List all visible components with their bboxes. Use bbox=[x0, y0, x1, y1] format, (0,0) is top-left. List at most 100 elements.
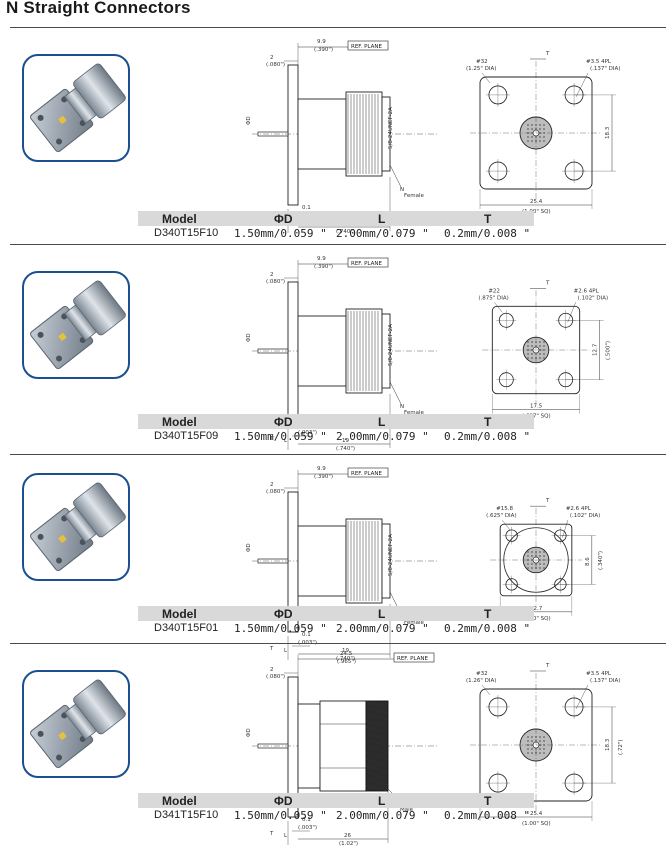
hole-value: #3.5 4PL bbox=[586, 59, 612, 65]
connector-photo bbox=[22, 670, 130, 778]
dimension-line bbox=[365, 720, 389, 727]
dielectric-dot bbox=[527, 353, 529, 355]
pitch-value: 8.6 bbox=[585, 557, 591, 566]
dielectric-dot bbox=[539, 740, 541, 742]
connector-render-icon bbox=[30, 679, 126, 769]
t-marker: T bbox=[545, 498, 550, 504]
dimension-line bbox=[365, 746, 389, 753]
header-l: L bbox=[378, 607, 386, 621]
hole-inch: (.102" DIA) bbox=[570, 513, 600, 519]
square-inch: (.500" SQ) bbox=[522, 616, 551, 622]
hole-inch: (.137" DIA) bbox=[590, 66, 620, 72]
dielectric-dot bbox=[531, 341, 533, 343]
cell-model: D340T15F10 bbox=[154, 227, 219, 239]
dielectric-dot bbox=[531, 124, 533, 126]
pitch-value: 18.3 bbox=[605, 738, 611, 751]
dielectric-dot bbox=[543, 353, 545, 355]
header-t: T bbox=[484, 794, 492, 808]
flange-value: 2 bbox=[270, 482, 274, 488]
dielectric-dot bbox=[531, 140, 533, 142]
t-marker: T bbox=[545, 51, 550, 57]
gender-label: Male bbox=[400, 807, 414, 813]
connector-render-icon bbox=[30, 63, 126, 153]
connector-photo bbox=[22, 271, 130, 379]
pitch-value: 12.7 bbox=[593, 343, 599, 356]
offset-inch: (.003") bbox=[298, 430, 317, 436]
square-inch: (.687" SQ) bbox=[522, 414, 551, 420]
body-outline bbox=[297, 315, 347, 387]
bore-value: #32 bbox=[476, 59, 488, 65]
dielectric-dot bbox=[527, 124, 529, 126]
dielectric-dot bbox=[543, 740, 545, 742]
dielectric-dot bbox=[539, 357, 541, 359]
cell-l: 2.00mm/0.079 " bbox=[336, 809, 429, 822]
hole-inch: (.102" DIA) bbox=[578, 295, 608, 301]
dielectric-dot bbox=[543, 567, 545, 569]
bore-value: #15.8 bbox=[496, 506, 513, 512]
dimension-line bbox=[365, 700, 389, 708]
dielectric-dot bbox=[531, 752, 533, 754]
bore-inch: (1.25" DIA) bbox=[466, 66, 496, 72]
dimension-line bbox=[365, 759, 389, 766]
header-phi-d: ΦD bbox=[274, 415, 293, 429]
dielectric-dot bbox=[543, 752, 545, 754]
header-model: Model bbox=[162, 794, 197, 808]
gender-label: Female bbox=[404, 620, 425, 626]
section-divider bbox=[10, 643, 666, 644]
dimension-line bbox=[567, 302, 576, 323]
dimension-line bbox=[494, 302, 503, 313]
dielectric-dot bbox=[539, 128, 541, 130]
pin-outline bbox=[257, 743, 289, 749]
dielectric-dot bbox=[543, 128, 545, 130]
body-length-inch: (.740") bbox=[336, 229, 355, 235]
offset-value: 0.1 bbox=[302, 632, 311, 638]
square-value: 25.4 bbox=[530, 199, 543, 205]
dielectric-dot bbox=[543, 124, 545, 126]
front-view: T#32(1.25" DIA)#3.5 4PL(.137" DIA)18.325… bbox=[466, 51, 620, 215]
flange-inch: (.080") bbox=[266, 489, 285, 495]
spec-table: Model ΦD L T D341T15F10 1.50mm/0.059 " 2… bbox=[138, 793, 534, 822]
dimension-line bbox=[365, 752, 389, 760]
ref-length-inch: (.965") bbox=[337, 659, 356, 665]
body-length-inch: (.740") bbox=[336, 446, 355, 452]
dielectric-dot bbox=[527, 555, 529, 557]
dielectric-dot bbox=[535, 341, 537, 343]
connector-section: REF. PLANE24.5(.965")2(.080")ΦDMaleN0.1(… bbox=[0, 643, 666, 847]
dielectric-dot bbox=[527, 740, 529, 742]
dimension-line bbox=[389, 381, 403, 407]
n-label: N bbox=[400, 404, 404, 410]
phi-d-label: ΦD bbox=[246, 728, 252, 737]
hole-value: #3.5 4PL bbox=[586, 671, 612, 677]
dielectric-dot bbox=[531, 551, 533, 553]
ref-plane-label: REF. PLANE bbox=[351, 471, 382, 477]
dimension-line bbox=[365, 707, 389, 714]
ref-plane-box bbox=[347, 40, 389, 51]
nut-outline bbox=[381, 523, 391, 599]
flange-inch: (.080") bbox=[266, 62, 285, 68]
dielectric-dot bbox=[527, 128, 529, 130]
dielectric-dot bbox=[543, 136, 545, 138]
ref-plane-box bbox=[347, 257, 389, 268]
dielectric-dot bbox=[543, 563, 545, 565]
front-view: T#22(.875" DIA)#2.6 4PL(.102" DIA)12.7(.… bbox=[478, 280, 611, 419]
dielectric-dot bbox=[527, 567, 529, 569]
header-t: T bbox=[484, 607, 492, 621]
gender-label: Female bbox=[404, 193, 425, 199]
cell-t: 0.2mm/0.008 " bbox=[444, 430, 531, 443]
hole-value: #2.6 4PL bbox=[574, 288, 600, 294]
gender-label: Female bbox=[404, 410, 425, 416]
thread-label: 5/8-24UNEF-2A bbox=[388, 107, 394, 149]
header-t: T bbox=[484, 212, 492, 226]
cell-phi-d: 1.50mm/0.059 " bbox=[234, 809, 327, 822]
ref-plane-box bbox=[347, 467, 389, 478]
dielectric-dot bbox=[531, 567, 533, 569]
header-phi-d: ΦD bbox=[274, 607, 293, 621]
hex-outline bbox=[319, 700, 367, 792]
thread-outline bbox=[345, 518, 383, 604]
dielectric-dot bbox=[527, 341, 529, 343]
dielectric-dot bbox=[531, 563, 533, 565]
dimension-line bbox=[575, 684, 589, 710]
dielectric-dot bbox=[543, 357, 545, 359]
